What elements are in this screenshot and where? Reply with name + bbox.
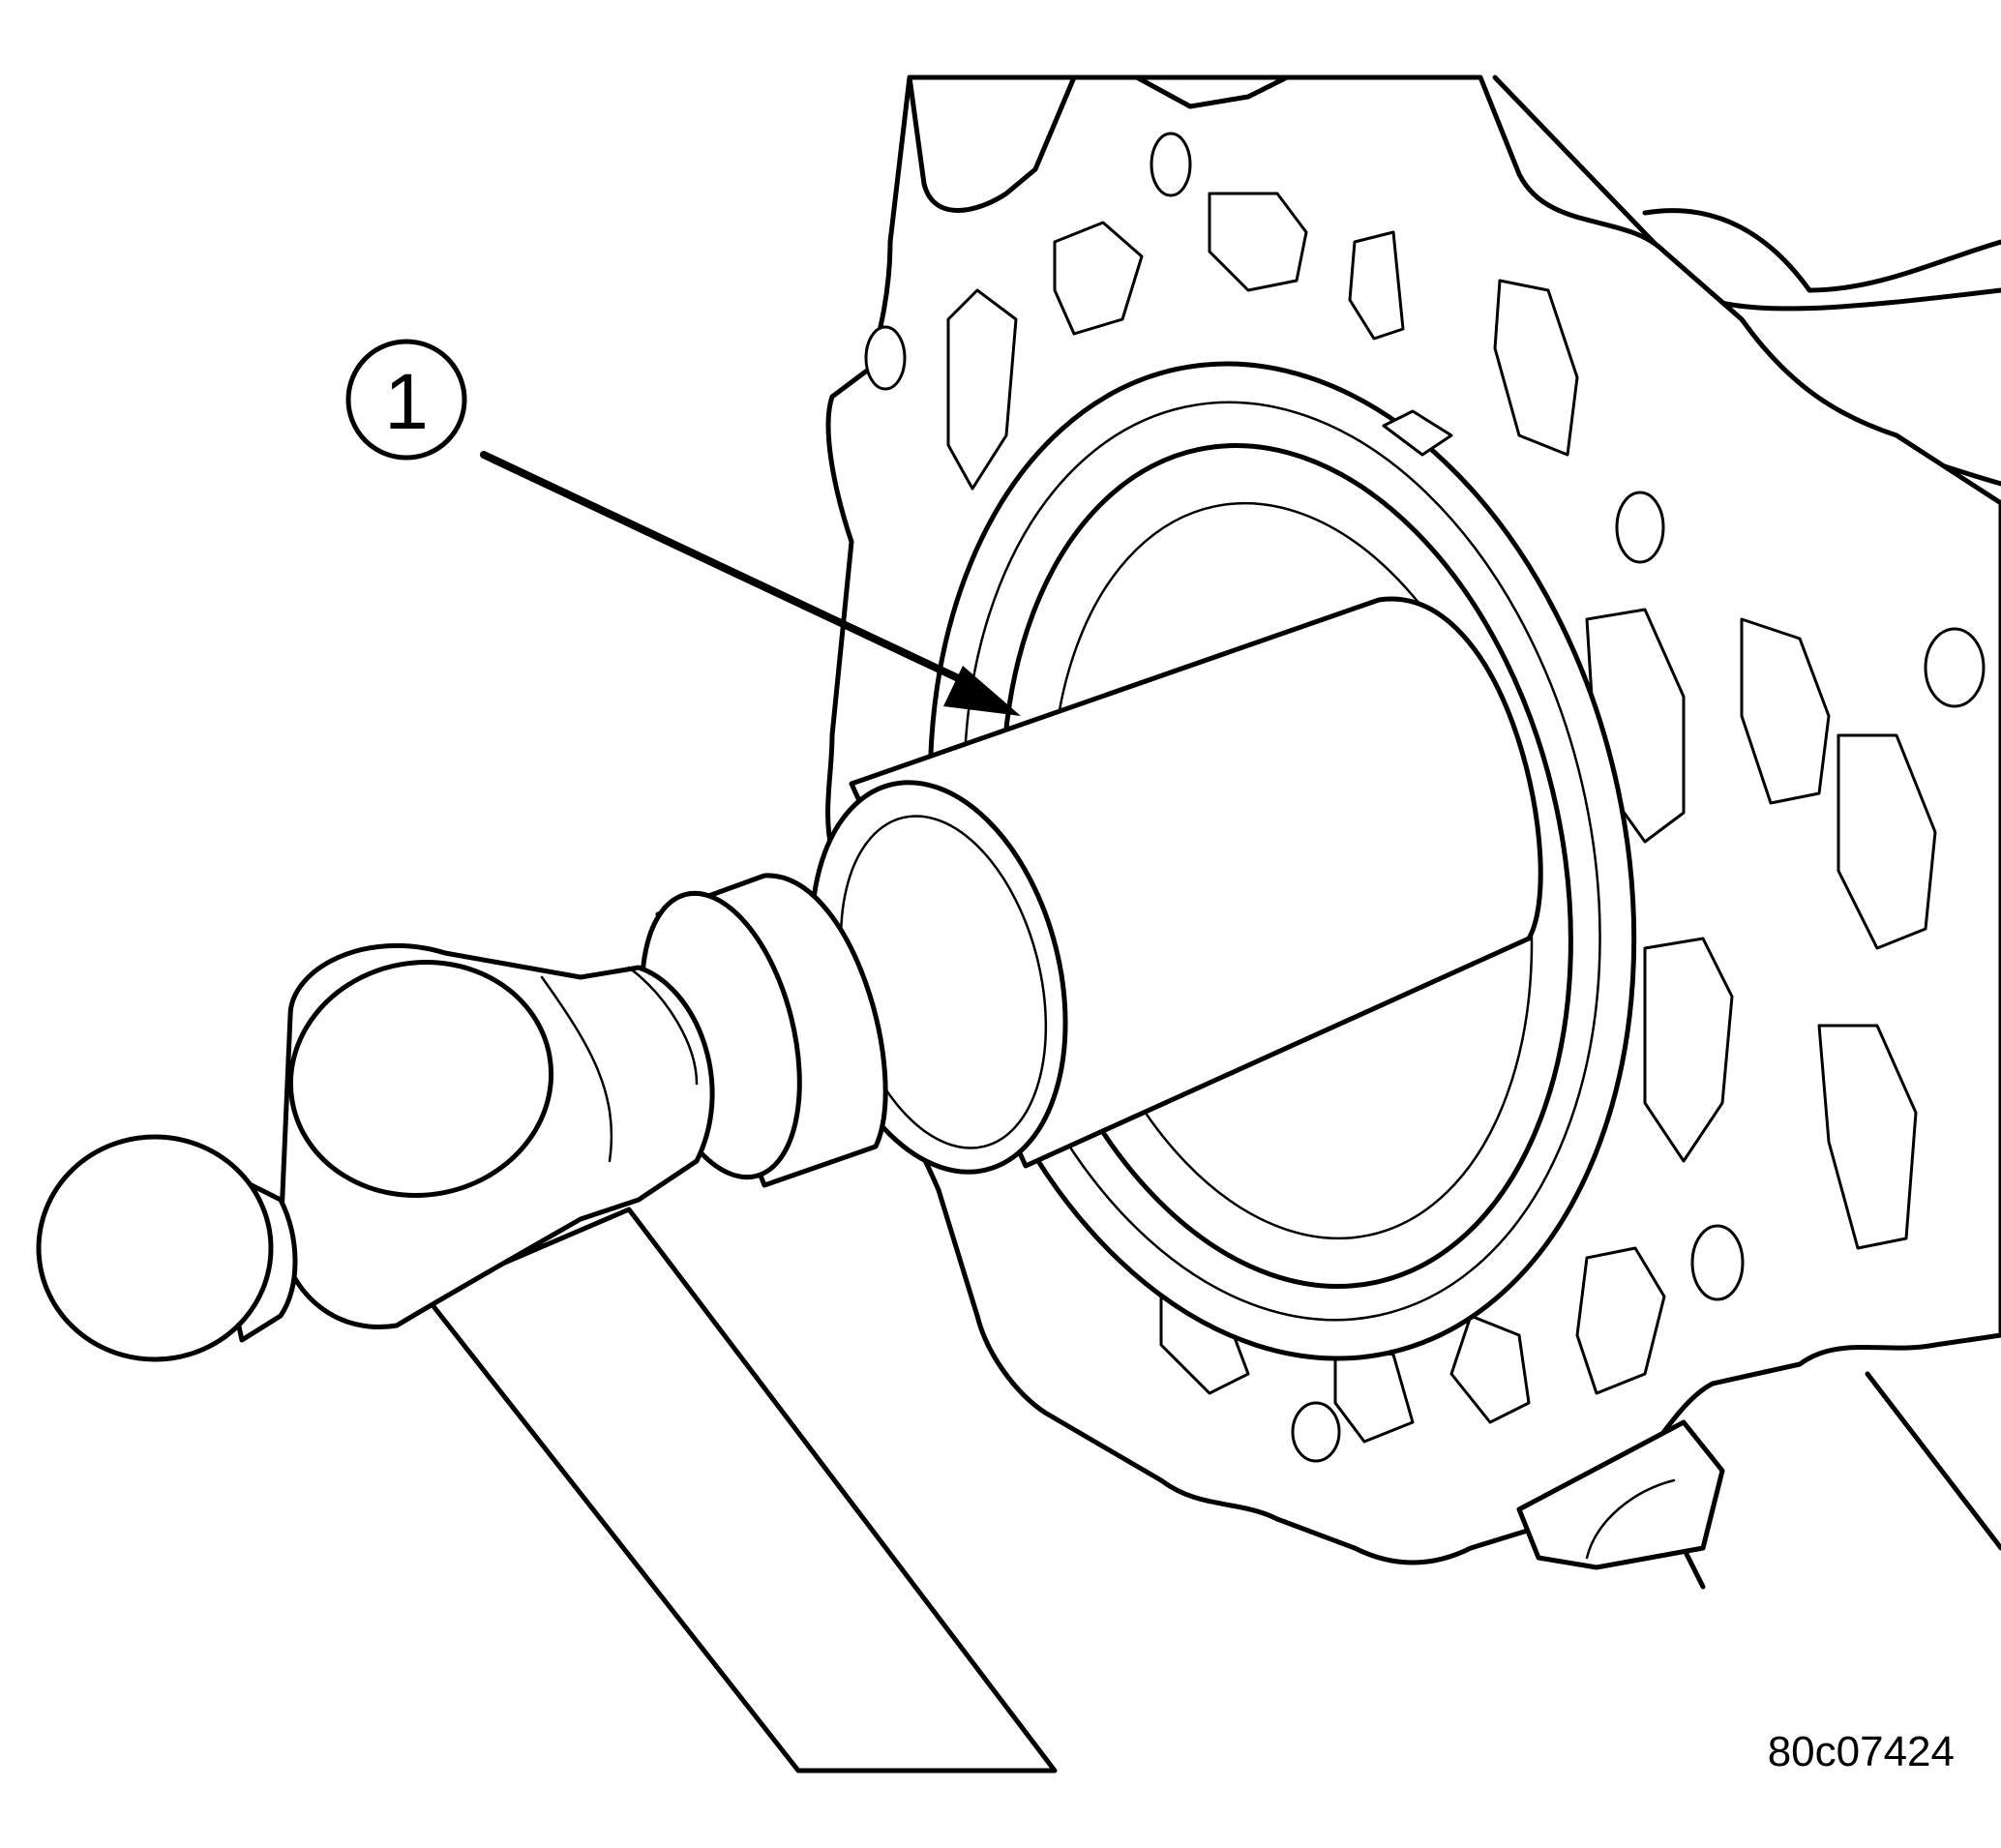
callout-1-arrowhead	[943, 666, 1021, 716]
callout-1-leader	[480, 451, 991, 696]
figure-id: 80c07424	[1768, 1728, 1955, 1775]
callout-1-number: 1	[384, 358, 429, 446]
driver-handle	[36, 942, 1058, 1773]
seal-installer-tool	[640, 596, 1543, 1188]
callout-1-circle	[345, 339, 467, 461]
callout-1: 1	[345, 339, 1021, 716]
